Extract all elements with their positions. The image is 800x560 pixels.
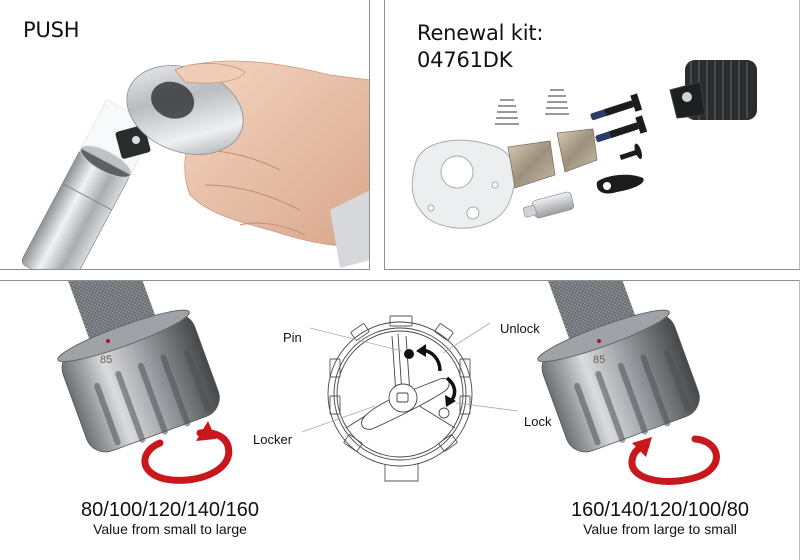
counterclockwise-arrow-icon	[628, 435, 720, 485]
push-illustration	[21, 60, 369, 269]
lock-label: Lock	[524, 414, 552, 429]
push-panel: PUSH	[0, 0, 370, 270]
right-range-block: 160/140/120/100/80 Value from large to s…	[530, 499, 790, 538]
left-knob-icon: 85	[57, 281, 220, 453]
locker-label: Locker	[253, 432, 293, 447]
unlock-label: Unlock	[500, 321, 540, 336]
right-range-values: 160/140/120/100/80	[571, 499, 749, 521]
right-range-caption: Value from large to small	[583, 521, 737, 537]
push-title: PUSH	[23, 18, 80, 42]
kit-parts-illustration	[411, 60, 757, 229]
renewal-kit-title: Renewal kit: 04761DK	[417, 20, 543, 74]
adjustment-illustration: 85 85	[57, 281, 720, 485]
left-range-values: 80/100/120/140/160	[81, 499, 259, 521]
renewal-kit-label: Renewal kit:	[417, 21, 544, 45]
renewal-kit-panel: Renewal kit: 04761DK	[384, 0, 800, 270]
drive-head-icon	[669, 60, 757, 120]
spring-icon	[495, 89, 569, 125]
clockwise-arrow-icon	[141, 421, 233, 484]
right-knob-icon: 85	[537, 281, 700, 453]
pin-dot-icon	[404, 349, 414, 359]
left-range-caption: Value from small to large	[93, 521, 247, 537]
pin-label: Pin	[283, 330, 302, 345]
left-range-block: 80/100/120/140/160 Value from small to l…	[40, 499, 300, 538]
right-knob-scale: 85	[593, 354, 605, 366]
renewal-kit-part-number: 04761DK	[417, 48, 513, 72]
left-knob-scale: 85	[100, 354, 112, 366]
adjustment-panel: 85 85	[0, 280, 800, 560]
